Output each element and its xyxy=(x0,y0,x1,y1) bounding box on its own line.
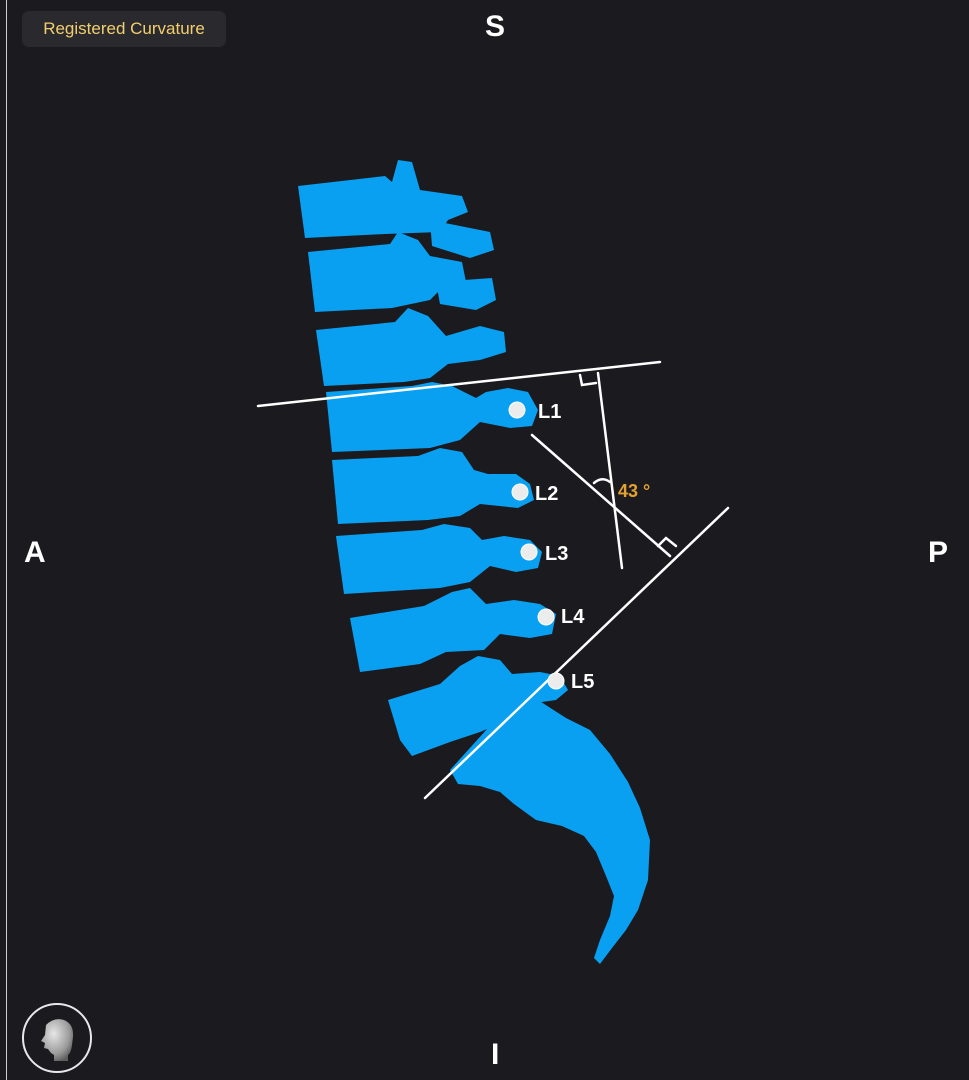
orientation-posterior-label: P xyxy=(928,536,949,569)
lower-endplate-line[interactable] xyxy=(423,506,730,800)
vertebra-marker-l3[interactable] xyxy=(520,543,538,561)
vertebra-l1 xyxy=(326,382,538,452)
spinous-process-t11 xyxy=(430,220,494,258)
curvature-angle-label: 43 ° xyxy=(618,481,650,501)
head-profile-icon xyxy=(41,1019,74,1061)
vertebra-marker-l2[interactable] xyxy=(511,483,529,501)
view-orientation-button[interactable] xyxy=(22,1003,92,1073)
right-angle-marker-lower xyxy=(656,536,678,548)
vertebra-marker-l4[interactable] xyxy=(537,608,555,626)
vertebra-l2 xyxy=(332,448,534,524)
upper-perpendicular-line xyxy=(596,371,624,570)
right-angle-marker-upper xyxy=(578,373,598,387)
vertebra-marker-l5[interactable] xyxy=(547,672,565,690)
sacrum xyxy=(450,700,650,964)
registered-curvature-badge[interactable]: Registered Curvature xyxy=(22,11,226,47)
lumbar-spine-model xyxy=(298,160,650,964)
vertebra-label-l5: L5 xyxy=(571,671,594,693)
spinous-process-t12 xyxy=(436,278,496,310)
vertebra-l5 xyxy=(388,656,568,756)
vertebra-label-l1: L1 xyxy=(538,401,561,423)
angle-arc xyxy=(592,478,612,485)
vertebra-l4 xyxy=(350,588,556,672)
orientation-inferior-label: I xyxy=(491,1038,500,1071)
orientation-superior-label: S xyxy=(485,10,506,43)
vertebra-label-l4: L4 xyxy=(561,606,585,628)
vertebra-label-l3: L3 xyxy=(545,543,568,565)
upper-endplate-line[interactable] xyxy=(256,360,662,408)
lower-perpendicular-line xyxy=(530,433,672,558)
vertebra-marker-l1[interactable] xyxy=(508,401,526,419)
orientation-anterior-label: A xyxy=(24,536,46,569)
vertebra-l3 xyxy=(336,524,542,594)
vertebra-label-l2: L2 xyxy=(535,483,558,505)
vertebra-t11 xyxy=(298,160,468,238)
viewport-left-border xyxy=(6,0,7,1080)
vertebra-upper xyxy=(316,308,506,386)
vertebra-t12 xyxy=(308,232,466,312)
